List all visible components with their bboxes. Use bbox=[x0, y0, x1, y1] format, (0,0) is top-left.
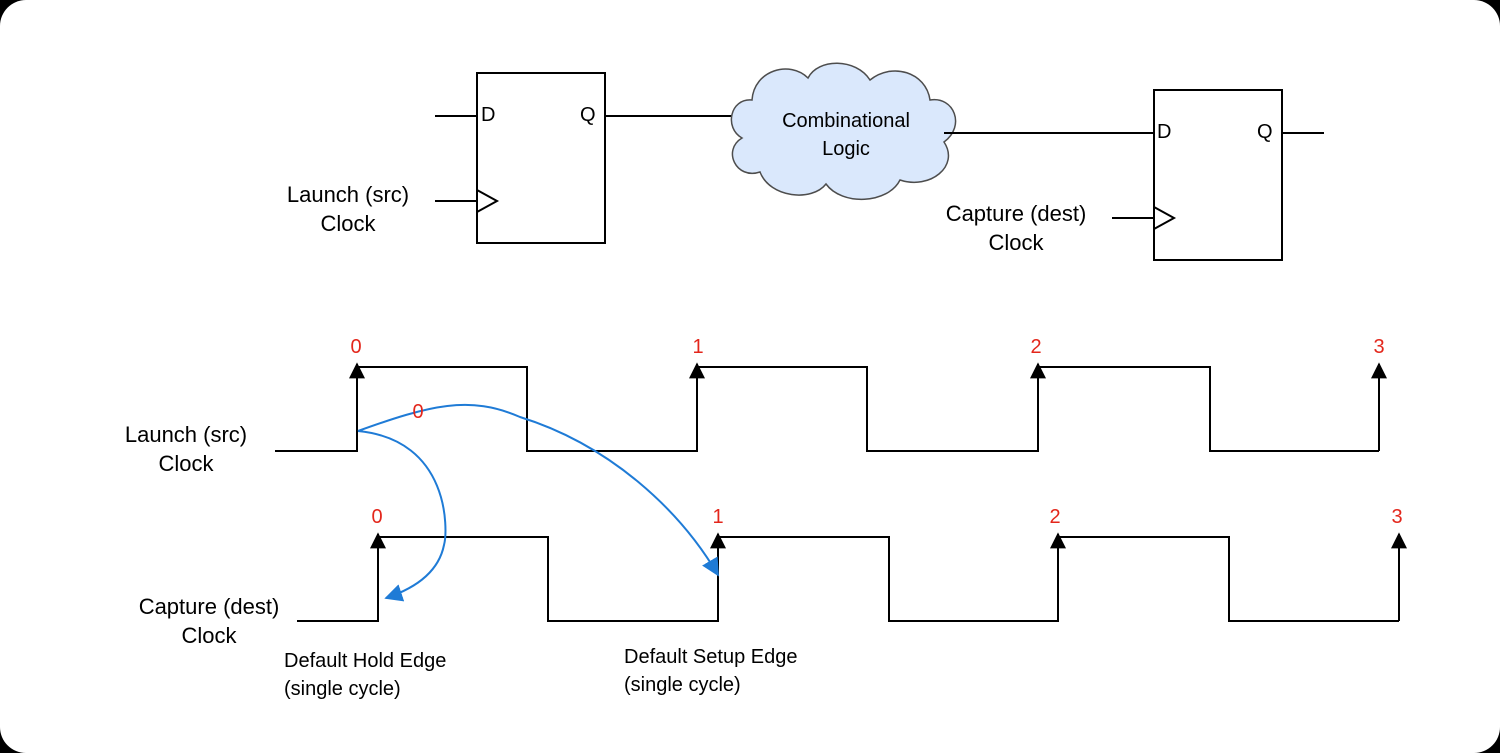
launch-edge-3-label: 3 bbox=[1373, 336, 1384, 358]
capture-ff-box bbox=[1153, 89, 1283, 261]
launch-edge-2-label: 2 bbox=[1030, 336, 1041, 358]
capture-ff-d-pin: D bbox=[1157, 121, 1171, 143]
setup-edge-label-line1: Default Setup Edge bbox=[624, 646, 797, 668]
launch-clock-label-line1: Launch (src) bbox=[287, 182, 409, 207]
capture-ff-q-pin: Q bbox=[1257, 121, 1273, 143]
capture-wave-label-line2: Clock bbox=[181, 623, 237, 648]
hold-relation-arrow bbox=[357, 430, 447, 602]
hold-edge-label-line2: (single cycle) bbox=[284, 678, 401, 700]
launch-ff-box bbox=[476, 72, 606, 244]
launch-wave-label-line1: Launch (src) bbox=[125, 422, 247, 447]
launch-flip-flop: D Q bbox=[476, 72, 606, 244]
capture-edge-0-label: 0 bbox=[371, 506, 382, 528]
cloud-shape bbox=[730, 62, 957, 201]
cloud-label-line1: Combinational bbox=[782, 110, 910, 132]
launch-ff-q-pin: Q bbox=[580, 104, 596, 126]
launch-edge-0-label: 0 bbox=[350, 336, 361, 358]
combinational-logic-cloud: Combinational Logic bbox=[730, 62, 957, 201]
capture-clock-label-line2: Clock bbox=[988, 230, 1044, 255]
capture-wave-label-line1: Capture (dest) bbox=[139, 594, 280, 619]
launch-ff-clock-triangle-icon bbox=[476, 189, 500, 213]
launch-clock-label-line2: Clock bbox=[320, 211, 376, 236]
hold-edge-label-line1: Default Hold Edge bbox=[284, 650, 446, 672]
setup-edge-label-line2: (single cycle) bbox=[624, 674, 741, 696]
cloud-label-line2: Logic bbox=[822, 138, 870, 160]
capture-ff-clock-triangle-icon bbox=[1153, 206, 1177, 230]
capture-flip-flop: D Q bbox=[1153, 89, 1283, 261]
launch-edge-1-label: 1 bbox=[692, 336, 703, 358]
setup-relation-arrow bbox=[357, 403, 719, 577]
launch-ff-d-pin: D bbox=[481, 104, 495, 126]
capture-edge-1-label: 1 bbox=[712, 506, 723, 528]
capture-clock-waveform bbox=[297, 536, 1399, 622]
capture-clock-label-line1: Capture (dest) bbox=[946, 201, 1087, 226]
launch-wave-label-line2: Clock bbox=[158, 451, 214, 476]
capture-edge-3-label: 3 bbox=[1391, 506, 1402, 528]
capture-edge-2-label: 2 bbox=[1049, 506, 1060, 528]
launch-clock-waveform bbox=[275, 366, 1379, 452]
relation-arrow-label: 0 bbox=[412, 401, 423, 423]
